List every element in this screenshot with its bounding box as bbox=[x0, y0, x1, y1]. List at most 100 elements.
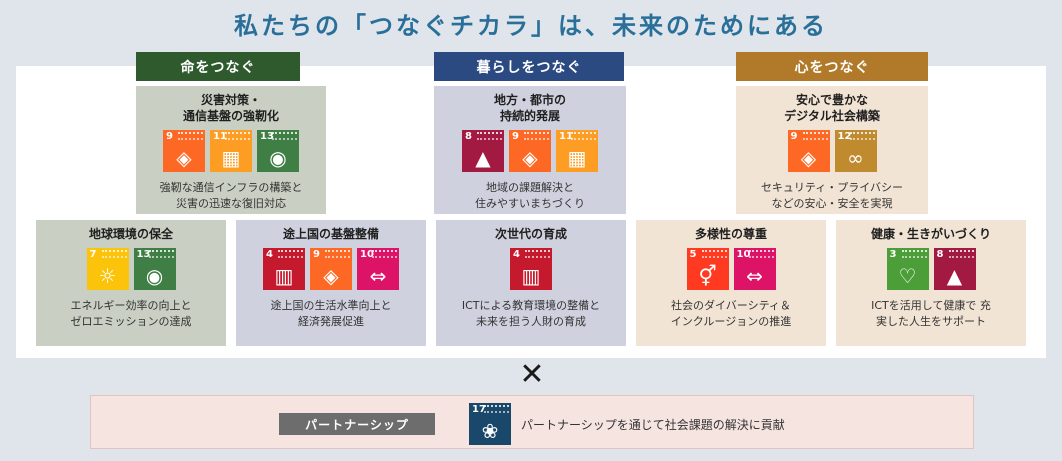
sdg8-icon: 8▲ bbox=[462, 130, 504, 172]
sdg-glyph: ⇔ bbox=[369, 264, 387, 288]
sdg-number: 9 bbox=[166, 131, 173, 142]
sdg-icons: 4▥9◈10⇔ bbox=[263, 248, 399, 290]
sdg-number: 8 bbox=[936, 249, 944, 260]
sdg10-icon: 10 ⇔ bbox=[357, 248, 399, 290]
sdg-number: 13 bbox=[260, 131, 274, 142]
sdg-number: 9 bbox=[790, 131, 798, 142]
sdg10-icon: 10 ⇔ bbox=[733, 248, 776, 290]
card-disaster: 災害対策・ 通信基盤の強靭化 9◈ 11 ▦ 13 ◉ 強靭な通信インフラの構築と 災害… bbox=[136, 86, 326, 214]
sdg11-icon: 11 ▦ bbox=[210, 130, 252, 172]
sdg-glyph: ▲ bbox=[475, 146, 491, 170]
sdg11-icon: 11 ▦ bbox=[556, 130, 598, 172]
card-regional: 地方・都市の 持続的発展 8▲9◈11▦ 地域の課題解決と 住みやすいまちづくり bbox=[434, 86, 626, 214]
sdg-glyph: ◈ bbox=[800, 146, 817, 170]
sdg-caption bbox=[101, 250, 127, 258]
card-title: 地方・都市の 持続的発展 bbox=[493, 93, 566, 123]
sdg-number: 3 bbox=[889, 249, 897, 260]
sdg8-icon: 8▲ bbox=[933, 248, 976, 290]
sdg17-icon-slot: 17❀ bbox=[469, 403, 511, 445]
header-living: 暮らしをつなぐ bbox=[434, 52, 624, 81]
sdg-glyph: ◈ bbox=[323, 264, 339, 288]
card-title: 多様性の尊重 bbox=[694, 227, 767, 241]
card-description: 地域の課題解決と 住みやすいまちづくり bbox=[475, 181, 585, 210]
partnership-description: パートナーシップを通じて社会課題の解決に貢献 bbox=[521, 418, 785, 432]
sdg-caption bbox=[525, 250, 550, 258]
sdg-glyph: ▥ bbox=[521, 264, 541, 288]
card-description: ICTを活用して健康で 充 実した人生をサポート bbox=[871, 299, 991, 328]
sdg-icons: 3♡8▲ bbox=[886, 248, 976, 290]
sdg-number: 11 bbox=[213, 131, 227, 142]
sdg9-icon: 9◈ bbox=[310, 248, 352, 290]
sdg9-icon: 9◈ bbox=[509, 130, 551, 172]
page-title: 私たちの「つなぐチカラ」は、未来のためにある bbox=[234, 12, 828, 40]
sdg4-icon: 4▥ bbox=[510, 248, 552, 290]
sdg-glyph: ▲ bbox=[946, 264, 963, 288]
sdg-caption bbox=[802, 132, 828, 140]
sdg-caption bbox=[484, 405, 509, 413]
sdg-number: 5 bbox=[689, 249, 697, 260]
card-description: 強靭な通信インフラの構築と 災害の迅速な復旧対応 bbox=[159, 181, 303, 210]
sdg-icons: 9◈ 11 ▦ 13 ◉ bbox=[163, 130, 299, 172]
sdg12-icon: 12∞ bbox=[834, 130, 877, 172]
sdg-caption bbox=[178, 132, 203, 140]
sdg-number: 7 bbox=[89, 249, 97, 260]
sdg-number: 9 bbox=[512, 131, 519, 142]
card-description: ICTによる教育環境の整備と 未来を担う人財の育成 bbox=[461, 299, 601, 328]
sdg-caption bbox=[701, 250, 727, 258]
sdg-glyph: ▦ bbox=[567, 146, 587, 170]
sdg-number: 8 bbox=[465, 131, 472, 142]
sdg-glyph: ◈ bbox=[176, 146, 192, 170]
sdg-number: 11 bbox=[559, 131, 573, 142]
partnership-label: パートナーシップ bbox=[279, 413, 435, 435]
sdg-number: 10 bbox=[736, 249, 751, 260]
sdg-caption bbox=[148, 250, 174, 258]
sdg-glyph: ◉ bbox=[145, 264, 164, 288]
sdg-glyph: ▥ bbox=[274, 264, 294, 288]
sdg-icons: 4▥ bbox=[510, 248, 552, 290]
sdg-caption bbox=[272, 132, 297, 140]
sdg-number: 10 bbox=[360, 249, 374, 260]
sdg-glyph: ♡ bbox=[898, 264, 917, 288]
sdg9-icon: 9◈ bbox=[787, 130, 830, 172]
card-title: 途上国の基盤整備 bbox=[282, 227, 379, 241]
header-heart: 心をつなぐ bbox=[736, 52, 928, 81]
card-description: 社会のダイバーシティ＆ インクルージョンの推進 bbox=[670, 299, 792, 328]
card-developing: 途上国の基盤整備 4▥9◈10⇔ 途上国の生活水準向上と 経済発展促進 bbox=[236, 220, 426, 346]
sdg-glyph: ∞ bbox=[847, 146, 864, 170]
sdg-glyph: ▦ bbox=[221, 146, 241, 170]
sdg-glyph: ☼ bbox=[98, 264, 117, 288]
sdg-number: 9 bbox=[313, 249, 320, 260]
sdg-caption bbox=[325, 250, 350, 258]
sdg17-icon: 17❀ bbox=[469, 403, 511, 445]
sdg-glyph: ◉ bbox=[269, 146, 287, 170]
header-life: 命をつなぐ bbox=[136, 52, 300, 81]
card-title: 健康・生きがいづくり bbox=[870, 227, 991, 241]
card-title: 地球環境の保全 bbox=[88, 227, 173, 241]
card-title: 災害対策・ 通信基盤の強靭化 bbox=[182, 93, 279, 123]
sdg-glyph: ◈ bbox=[522, 146, 538, 170]
sdg-caption bbox=[748, 250, 774, 258]
sdg-caption bbox=[372, 250, 397, 258]
sdg-number: 4 bbox=[513, 249, 520, 260]
sdg-caption bbox=[849, 132, 875, 140]
sdg-number: 4 bbox=[266, 249, 273, 260]
card-description: セキュリティ・プライバシー などの安心・安全を実現 bbox=[760, 181, 904, 210]
sdg-number: 13 bbox=[136, 249, 151, 260]
card-health: 健康・生きがいづくり 3♡8▲ ICTを活用して健康で 充 実した人生をサポート bbox=[836, 220, 1026, 346]
sdg-caption bbox=[571, 132, 596, 140]
card-environment: 地球環境の保全 7☼ 13 ◉ エネルギー効率の向上と ゼロエミッションの達成 bbox=[36, 220, 226, 346]
card-diversity: 多様性の尊重 5⚥ 10 ⇔ 社会のダイバーシティ＆ インクルージョンの推進 bbox=[636, 220, 826, 346]
sdg-icons: 9◈12∞ bbox=[787, 130, 877, 172]
sdg9-icon: 9◈ bbox=[163, 130, 205, 172]
sdg7-icon: 7☼ bbox=[86, 248, 129, 290]
sdg13-icon: 13 ◉ bbox=[257, 130, 299, 172]
sdg-icons: 7☼ 13 ◉ bbox=[86, 248, 176, 290]
sdg5-icon: 5⚥ bbox=[686, 248, 729, 290]
sdg-caption bbox=[948, 250, 974, 258]
card-description: エネルギー効率の向上と ゼロエミッションの達成 bbox=[70, 299, 192, 328]
card-description: 途上国の生活水準向上と 経済発展促進 bbox=[270, 299, 392, 328]
sdg-number: 17 bbox=[472, 404, 486, 415]
sdg3-icon: 3♡ bbox=[886, 248, 929, 290]
sdg-glyph: ⇔ bbox=[746, 264, 763, 288]
sdg4-icon: 4▥ bbox=[263, 248, 305, 290]
